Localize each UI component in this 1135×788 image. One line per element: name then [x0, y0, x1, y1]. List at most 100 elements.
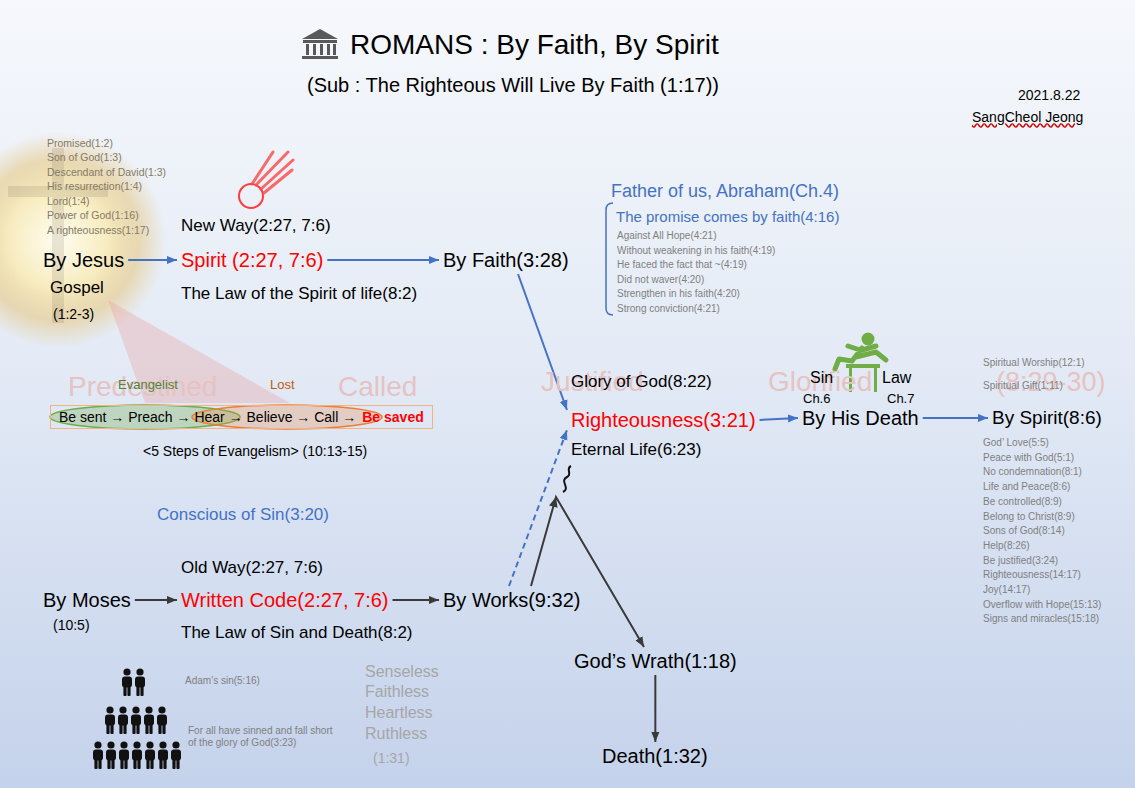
attribute-note: His resurrection(1:4)	[47, 180, 142, 193]
attribute-note: Signs and miracles(15:18)	[983, 613, 1099, 625]
attribute-note: Promised(1:2)	[47, 137, 113, 150]
key-term: Righteousness(3:21)	[567, 406, 760, 434]
term-line: The Law of the Spirit of life(8:2)	[181, 284, 417, 304]
attribute-note: Peace with God(5:1)	[983, 452, 1074, 464]
attribute-note: Senseless	[365, 662, 439, 681]
connector	[654, 675, 656, 742]
node-title: By His Death	[802, 406, 919, 430]
people-icon	[93, 668, 181, 769]
comet-icon	[239, 152, 293, 208]
result-node: By Spirit(8:6)	[988, 405, 1106, 432]
key-term: Written Code(2:27, 7:6)	[177, 586, 393, 614]
node-title: By Works(9:32)	[443, 588, 580, 612]
term-line: The Law of Sin and Death(8:2)	[181, 623, 413, 643]
node-title: God’s Wrath(1:18)	[574, 649, 737, 673]
attribute-note: Spiritual Gift(1:11)	[983, 380, 1063, 392]
note-label: Conscious of Sin(3:20)	[157, 505, 329, 525]
attribute-note: He faced the fact that ~(4:19)	[617, 259, 747, 271]
group-label: Lost	[270, 377, 295, 393]
bracket	[606, 203, 613, 315]
attribute-note: Joy(14:17)	[983, 584, 1030, 596]
node-title: Spirit (2:27, 7:6)	[181, 248, 323, 272]
connector	[923, 417, 988, 419]
date-label: 2021.8.22	[1018, 87, 1080, 104]
group-label: Evangelist	[118, 377, 178, 393]
attribute-note: No condemnation(8:1)	[983, 466, 1082, 478]
result-node: God’s Wrath(1:18)	[570, 647, 741, 675]
term-line: Old Way(2:27, 7:6)	[181, 558, 323, 578]
attribute-note: (1:31)	[373, 750, 410, 767]
attribute-note: A righteousness(1:17)	[47, 224, 149, 237]
node-note: Gospel	[50, 278, 124, 298]
attribute-note: Overflow with Hope(15:13)	[983, 599, 1101, 611]
term-line: Eternal Life(6:23)	[571, 440, 701, 460]
steps-box: Be sent → Preach → Hear → Believe → Call…	[50, 405, 433, 430]
icon-label: Ch.6	[803, 391, 830, 407]
term-line: Glory of God(8:22)	[571, 372, 712, 392]
section-subheading: The promise comes by faith(4:16)	[616, 208, 839, 226]
attribute-note: Without weakening in his faith(4:19)	[617, 245, 775, 257]
node-title: Be sent → Preach → Hear → Believe → Call…	[59, 409, 356, 426]
attribute-note: Descendant of David(1:3)	[47, 166, 166, 179]
connector-group	[128, 260, 988, 742]
author-label: SangCheol Jeong	[972, 109, 1083, 126]
attribute-note: Did not waver(4:20)	[617, 274, 704, 286]
node-title: By Spirit(8:6)	[992, 407, 1102, 430]
connector	[135, 599, 177, 601]
note-label: For all have sinned and fall short of th…	[188, 725, 338, 750]
attribute-note: Be controlled(8:9)	[983, 496, 1062, 508]
attribute-note: Sons of God(8:14)	[983, 525, 1065, 537]
node-title: By Moses	[43, 588, 131, 612]
connector	[531, 497, 644, 647]
attribute-note: Spiritual Worship(12:1)	[983, 357, 1085, 369]
block-mark	[563, 466, 571, 492]
attribute-note: Faithless	[365, 682, 429, 701]
attribute-note: Be justified(3:24)	[983, 555, 1058, 567]
attribute-note: Righteousness(14:17)	[983, 569, 1081, 581]
connector	[327, 259, 439, 261]
connector	[393, 599, 439, 601]
path-node: By Faith(3:28)	[439, 246, 573, 274]
attribute-note: Power of God(1:16)	[47, 209, 139, 222]
key-term: Spirit (2:27, 7:6)	[177, 246, 327, 274]
node-note: (1:2-3)	[53, 306, 124, 323]
path-node: By Works(9:32)	[439, 586, 584, 614]
term-line: New Way(2:27, 7:6)	[181, 216, 331, 236]
attribute-note: Son of God(1:3)	[47, 151, 122, 164]
source-node: By Moses (10:5)	[39, 586, 135, 636]
watermark: Called	[338, 370, 417, 404]
connector	[128, 259, 177, 261]
attribute-note: Strengthen in his faith(4:20)	[617, 288, 740, 300]
caption-note: <5 Steps of Evangelism> (10:13-15)	[143, 443, 367, 460]
attribute-note: Strong conviction(4:21)	[617, 303, 720, 315]
path-node: By His Death	[798, 404, 923, 432]
connector	[760, 418, 798, 420]
subtitle: (Sub : The Righteous Will Live By Faith …	[307, 73, 719, 97]
node-title: By Jesus	[43, 248, 124, 272]
node-note: (10:5)	[53, 617, 131, 634]
section-heading: Father of us, Abraham(Ch.4)	[611, 181, 839, 203]
attribute-note: Help(8:26)	[983, 540, 1030, 552]
attribute-note: Heartless	[365, 703, 433, 722]
diagram-title: ROMANS : By Faith, By Spirit	[350, 28, 719, 62]
attribute-note: Belong to Christ(8:9)	[983, 511, 1075, 523]
icon-label: Law	[882, 368, 911, 387]
icon-label: Ch.7	[887, 391, 914, 407]
result-node: Death(1:32)	[598, 742, 712, 770]
node-note: Be saved	[362, 409, 423, 426]
node-title: Written Code(2:27, 7:6)	[181, 588, 389, 612]
attribute-note: Lord(1:4)	[47, 195, 90, 208]
attribute-note: Against All Hope(4:21)	[617, 230, 717, 242]
note-label: Adam’s sin(5:16)	[185, 675, 260, 687]
temple-icon	[302, 29, 338, 59]
icon-label: Sin	[810, 368, 833, 387]
node-title: By Faith(3:28)	[443, 248, 569, 272]
attribute-note: God’ Love(5:5)	[983, 437, 1049, 449]
node-title: Death(1:32)	[602, 744, 708, 768]
attribute-note: Ruthless	[365, 724, 427, 743]
attribute-note: Life and Peace(8:6)	[983, 481, 1070, 493]
gospel-glow	[0, 132, 166, 348]
source-node: By JesusGospel (1:2-3)	[39, 246, 128, 325]
node-title: Righteousness(3:21)	[571, 408, 756, 432]
